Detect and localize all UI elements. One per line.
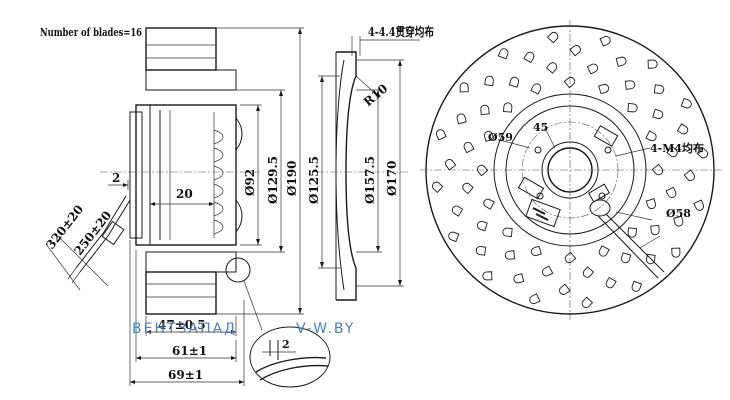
detail-enlargement bbox=[249, 326, 331, 388]
blade-mark bbox=[530, 83, 542, 95]
blade-mark bbox=[666, 145, 678, 158]
blade-mark bbox=[624, 80, 636, 90]
blade-mark bbox=[513, 273, 525, 284]
blade-mark bbox=[482, 271, 493, 281]
blade-mark bbox=[541, 265, 554, 277]
blade-mark bbox=[652, 108, 664, 120]
blade-mark bbox=[508, 76, 520, 88]
housing-profile-view bbox=[316, 36, 420, 301]
blade-mark bbox=[598, 245, 610, 257]
blade-mark bbox=[529, 293, 541, 305]
dia-157-5-label: Ø157.5 bbox=[363, 156, 377, 204]
blade-mark bbox=[504, 250, 516, 260]
blade-mark bbox=[615, 56, 627, 67]
detail-2-label: 2 bbox=[282, 338, 290, 351]
through-holes-label: 4-4.4贯穿均布 bbox=[368, 24, 434, 39]
blade-mark bbox=[631, 280, 643, 292]
blade-mark bbox=[627, 102, 638, 113]
blade-mark bbox=[645, 198, 657, 210]
blade-mark bbox=[646, 253, 656, 265]
blade-mark bbox=[651, 163, 664, 176]
blade-mark bbox=[445, 159, 457, 171]
side-section-view bbox=[45, 27, 304, 386]
blade-mark bbox=[546, 31, 559, 44]
blade-mark bbox=[680, 97, 692, 109]
len-47-label: 47±0.5 bbox=[158, 318, 206, 332]
front-view bbox=[420, 20, 722, 320]
blade-mark bbox=[559, 283, 571, 295]
blade-mark bbox=[645, 130, 657, 142]
blade-mark bbox=[530, 245, 542, 257]
blade-mark bbox=[676, 123, 689, 135]
blade-mark bbox=[483, 198, 495, 210]
blade-mark bbox=[581, 296, 594, 309]
blade-mark bbox=[650, 224, 660, 236]
blade-mark bbox=[497, 48, 509, 60]
m4-holes-label: 4-M4均布 bbox=[650, 141, 704, 155]
len-69-label: 69±1 bbox=[168, 368, 203, 382]
dia-92-label: Ø92 bbox=[243, 169, 257, 196]
blade-mark bbox=[620, 252, 632, 264]
blade-mark bbox=[476, 164, 489, 177]
dia-125-5-label: Ø125.5 bbox=[307, 156, 321, 204]
dia-170-label: Ø170 bbox=[385, 160, 399, 196]
blade-mark bbox=[484, 75, 494, 87]
blade-mark bbox=[476, 220, 488, 232]
blade-mark bbox=[599, 35, 611, 47]
blade-mark bbox=[451, 205, 464, 217]
blade-mark bbox=[462, 182, 474, 195]
dim-2-left-label: 2 bbox=[112, 171, 120, 185]
blade-mark bbox=[696, 146, 709, 159]
blade-mark bbox=[459, 82, 469, 93]
blade-mark bbox=[683, 169, 695, 181]
blade-mark bbox=[480, 104, 490, 116]
blade-mark bbox=[523, 51, 535, 64]
blade-mark bbox=[502, 102, 513, 113]
blade-mark bbox=[456, 113, 467, 125]
blade-mark bbox=[483, 130, 495, 142]
blade-mark bbox=[582, 266, 595, 278]
radius-label: R10 bbox=[361, 81, 390, 109]
watermark-site: V-W.BY bbox=[296, 321, 355, 337]
blade-mark bbox=[431, 181, 444, 194]
blade-mark bbox=[653, 84, 665, 94]
blade-mark bbox=[475, 246, 487, 256]
blade-mark bbox=[586, 63, 599, 75]
blades-count-label: Number of blades=16 bbox=[40, 26, 142, 39]
blade-mark bbox=[463, 141, 475, 154]
len-61-label: 61±1 bbox=[172, 344, 207, 358]
blade-mark bbox=[448, 231, 460, 243]
dia-129-5-label: Ø129.5 bbox=[266, 156, 280, 204]
blade-mark bbox=[502, 227, 513, 238]
blade-mark bbox=[665, 186, 677, 199]
blade-mark bbox=[673, 215, 684, 227]
blade-mark bbox=[435, 129, 447, 141]
dia-58-label: Ø58 bbox=[666, 207, 691, 220]
blade-mark bbox=[564, 251, 577, 264]
blade-pattern bbox=[431, 31, 709, 309]
blade-mark bbox=[671, 247, 681, 258]
angle-45-label: 45 bbox=[533, 121, 548, 134]
dim-20-label: 20 bbox=[176, 187, 193, 201]
blade-mark bbox=[545, 62, 558, 74]
blade-mark bbox=[598, 83, 610, 95]
watermark-brand: ВЕНТЗАПАД bbox=[132, 321, 237, 337]
blade-mark bbox=[569, 45, 581, 57]
blade-mark bbox=[647, 59, 658, 69]
blade-mark bbox=[627, 227, 638, 238]
dia-59-label: Ø59 bbox=[488, 131, 513, 144]
blade-mark bbox=[605, 276, 617, 289]
blade-mark bbox=[563, 76, 576, 89]
blade-mark bbox=[693, 199, 705, 211]
dia-190-label: Ø190 bbox=[285, 160, 299, 196]
